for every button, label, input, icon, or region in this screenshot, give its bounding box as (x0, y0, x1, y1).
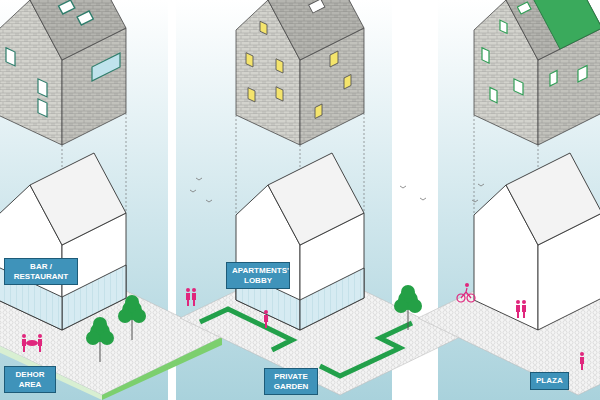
label-text: PRIVATE GARDEN (270, 372, 312, 391)
bird (196, 178, 202, 180)
callout-label: APARTMENTS' LOBBY (226, 262, 290, 289)
bird (472, 200, 478, 202)
bird (206, 200, 212, 202)
callout-label: DEHOR AREA (4, 366, 56, 393)
house-left (0, 0, 222, 400)
label-text: APARTMENTS' LOBBY (232, 266, 284, 285)
house-middle (180, 0, 460, 395)
bird (400, 186, 406, 188)
label-text: PLAZA (536, 376, 563, 386)
house-right (418, 0, 600, 395)
bird (478, 184, 484, 186)
bird (420, 198, 426, 200)
callout-label: BAR / RESTAURANT (4, 258, 78, 285)
callout-label: PLAZA (530, 372, 569, 390)
label-text: DEHOR AREA (10, 370, 50, 389)
callout-label: PRIVATE GARDEN (264, 368, 318, 395)
label-text: BAR / RESTAURANT (10, 262, 72, 281)
bird (190, 190, 196, 192)
